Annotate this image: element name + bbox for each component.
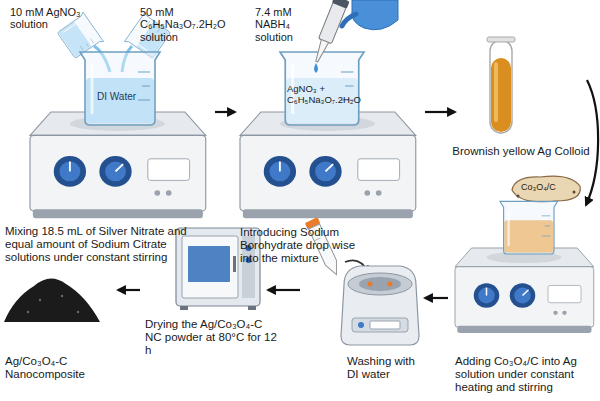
reagent-label: DI Water <box>97 91 157 102</box>
nanocomposite-powder <box>4 278 100 322</box>
hot-plate <box>455 248 594 333</box>
pipette <box>309 0 349 64</box>
process-arrow <box>118 289 140 291</box>
step-caption: Mixing 18.5 mL of Silver Nitrate and equ… <box>5 225 190 264</box>
step-group: Mixing 18.5 mL of Silver Nitrate and equ… <box>5 40 215 280</box>
centrifuge-lid <box>348 273 412 295</box>
step-caption: Introducing Sodium Borohydrate drop wise… <box>240 226 375 265</box>
glove-thumb <box>342 14 356 26</box>
step-group: Ag/Co₃O₄-C Nanocomposite <box>0 260 118 395</box>
beaker-ag-solution <box>500 201 558 254</box>
step-caption: Brownish yellow Ag Colloid <box>445 145 597 158</box>
reagent-label: 7.4 mM NABH₄ solution <box>255 6 327 43</box>
process-arrow <box>425 297 448 299</box>
tube-glass <box>490 40 512 133</box>
step-group: Adding Co₃O₄/C into Ag solution under co… <box>448 205 600 397</box>
reagent-label: 10 mM AgNO₃ solution <box>10 6 90 31</box>
oven-handle <box>233 256 236 272</box>
oven-door <box>182 236 238 298</box>
tube-rim <box>487 37 515 42</box>
oven-window <box>188 246 230 282</box>
process-arrow <box>268 289 300 291</box>
control-panel <box>352 318 408 332</box>
process-arrow <box>425 111 455 113</box>
step-caption: Adding Co₃O₄/C into Ag solution under co… <box>455 355 600 394</box>
grain <box>39 299 41 301</box>
reagent-label: AgNO₃ + C₆H₅Na₃O₇.2H₂O <box>287 84 372 105</box>
step-caption: Drying the Ag/Co₃O₄-C NC powder at 80°C … <box>145 318 277 357</box>
pipette-plunger <box>332 0 350 9</box>
rotor <box>359 277 401 291</box>
tube-shine <box>494 62 498 122</box>
process-arrow <box>215 111 235 113</box>
co3o4-c-powder <box>512 176 580 202</box>
particle <box>517 195 520 198</box>
beaker-di-water <box>80 52 160 125</box>
button <box>358 322 364 328</box>
step-group: Drying the Ag/Co₃O₄-C NC powder at 80°C … <box>140 222 268 372</box>
test-tube <box>487 37 515 133</box>
ag-colloid <box>491 58 511 132</box>
rotor-slot <box>388 282 393 287</box>
reagent-label: 50 mM C₆H₅Na₃O₇.2H₂O solution <box>140 6 235 43</box>
centrifuge-body <box>341 266 419 345</box>
process-arrow <box>586 80 598 205</box>
drop <box>314 63 318 73</box>
pipette-tip <box>313 40 329 63</box>
display <box>370 321 400 329</box>
step-group: Brownish yellow Ag Colloid <box>455 30 587 170</box>
centrifuge <box>341 266 419 345</box>
grain <box>61 295 63 297</box>
grain <box>27 311 29 313</box>
beaker <box>80 52 160 125</box>
rotor-slot <box>368 282 373 287</box>
oven-foot <box>180 306 188 310</box>
step-caption: Ag/Co₃O₄-C Nanocomposite <box>5 355 115 381</box>
step-caption: Washing with DI water <box>347 355 427 381</box>
powder-pile <box>4 278 100 322</box>
gloved-hand <box>352 0 398 30</box>
oven-foot <box>248 306 256 310</box>
grain <box>77 311 79 313</box>
step-group: Introducing Sodium Borohydrate drop wise… <box>235 40 425 270</box>
step-group: Washing with DI water <box>300 220 425 395</box>
beaker <box>500 201 558 254</box>
hot-plate <box>240 112 416 218</box>
hot-plate <box>30 112 206 218</box>
reagent-label: Co₃O₄/C <box>521 182 581 192</box>
particle <box>573 191 576 194</box>
